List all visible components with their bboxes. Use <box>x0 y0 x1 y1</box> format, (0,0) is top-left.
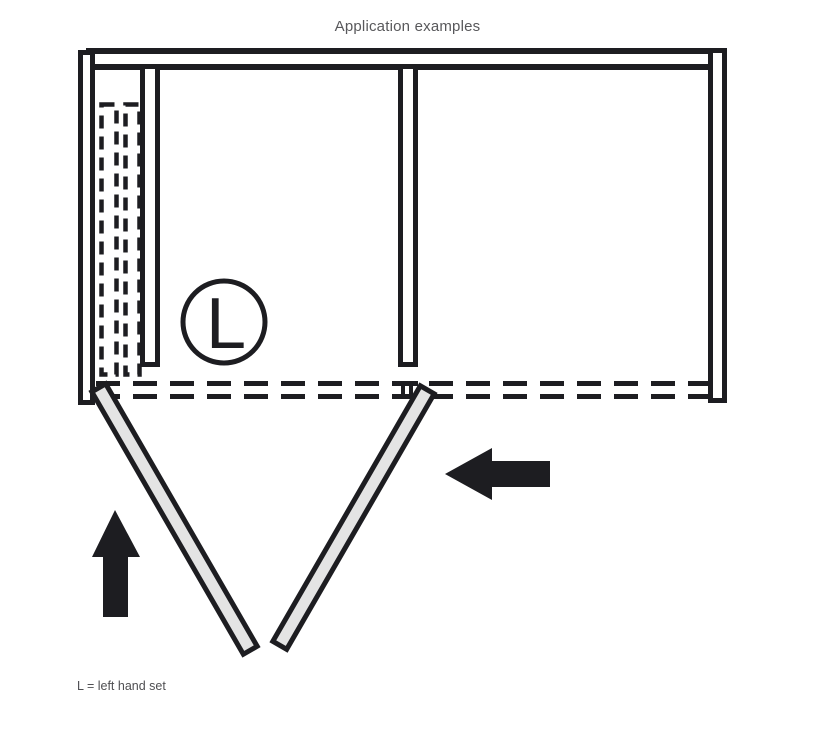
arrow-up-icon <box>92 510 140 617</box>
left-hand-set-marker: L <box>180 278 268 366</box>
figure-title: Application examples <box>334 18 481 35</box>
door-panel-right <box>269 382 438 653</box>
folded-door-package-dashed <box>99 102 142 377</box>
partition-left <box>140 64 160 367</box>
folded-panel-1-dashed <box>99 102 119 377</box>
arrow-left-icon <box>445 448 550 500</box>
right-side-wall <box>708 48 727 403</box>
partition-center <box>398 64 418 367</box>
door-panel-left <box>88 380 261 658</box>
left-side-wall <box>78 50 95 405</box>
marker-circle <box>180 278 268 366</box>
folded-panel-2-dashed <box>123 102 142 377</box>
legend-caption: L = left hand set <box>77 679 166 693</box>
cabinet-carcass <box>78 48 727 405</box>
marker-letter: L <box>206 284 246 364</box>
